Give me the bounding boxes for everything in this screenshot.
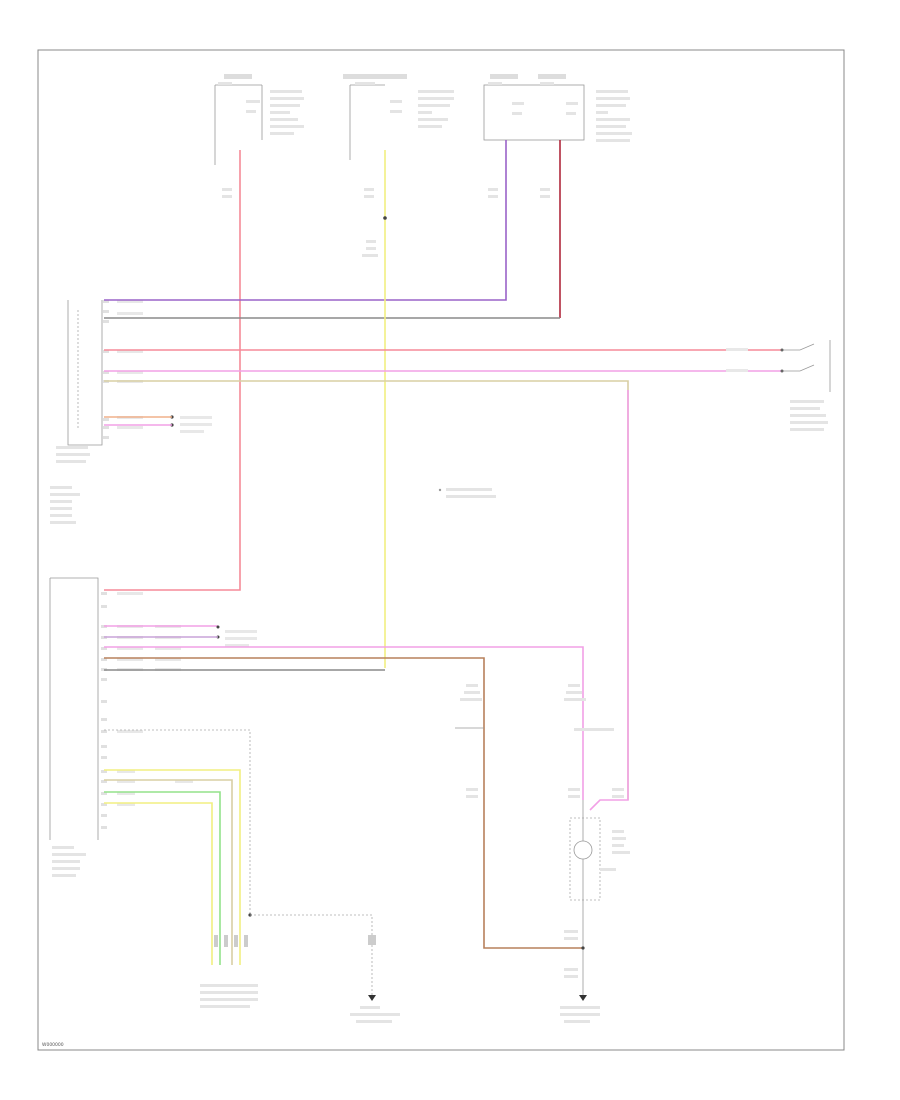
diagram-frame: [37, 49, 845, 1051]
fuse-block-2: [343, 74, 454, 160]
brake-switch: [726, 340, 831, 431]
fuse-block-1: [214, 74, 304, 165]
wire-brown-tm: [104, 657, 583, 949]
wire-green-connector: [104, 791, 221, 965]
splice-dot: [383, 216, 387, 220]
wire-dashed-gray: [104, 729, 251, 915]
wire-orange-connector: [104, 769, 241, 965]
wire-tan-connector: [104, 779, 233, 965]
trailer-module: [49, 577, 99, 877]
lamp: [569, 800, 630, 948]
fuse-wire-labels: [222, 188, 550, 257]
wire-red-fuse1: [104, 150, 241, 591]
wire-dashed-ground: [250, 914, 373, 995]
wire-yellow-connector: [104, 802, 213, 965]
wire-pink-vertical: [589, 390, 629, 811]
fuse-block-3: [483, 74, 632, 142]
ground-left: [350, 935, 400, 1023]
wire-violet: [104, 140, 507, 301]
ground-right: [560, 930, 600, 1023]
central-module: [50, 300, 103, 524]
footer-code: W000000: [42, 1042, 64, 1048]
note: [438, 488, 496, 498]
wire-pink-tm2: [104, 646, 584, 800]
connector-dot: [216, 625, 220, 629]
trailer-connector: [200, 935, 258, 1008]
switch-labels: [460, 684, 624, 798]
